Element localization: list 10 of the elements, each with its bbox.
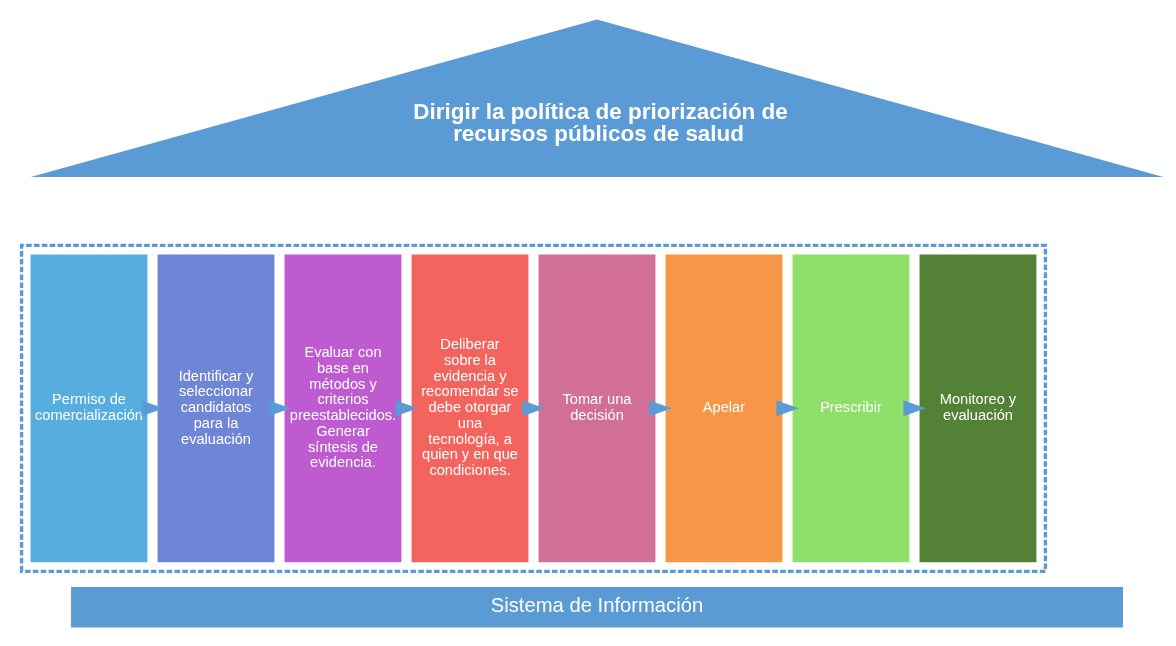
node-box: Monitoreo y evaluación xyxy=(919,253,1037,562)
cluster xyxy=(19,243,1048,573)
arrow xyxy=(268,399,291,416)
node-box: Sistema de Información xyxy=(71,586,1123,627)
arrow xyxy=(776,399,799,416)
arrow xyxy=(903,399,926,416)
arrow xyxy=(522,399,545,416)
arrow xyxy=(395,399,418,416)
arrow xyxy=(141,399,164,416)
arrow xyxy=(649,399,672,416)
